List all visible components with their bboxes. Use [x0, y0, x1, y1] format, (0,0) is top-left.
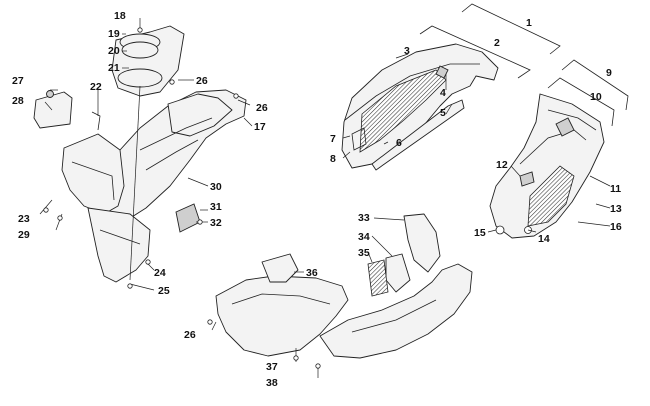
callout-16: 16 — [610, 221, 622, 233]
screw-26c — [207, 319, 213, 325]
callout-4: 4 — [440, 87, 446, 99]
callout-8: 8 — [330, 153, 336, 165]
callout-7: 7 — [330, 133, 336, 145]
right-panel-body — [489, 93, 605, 239]
callout-18: 18 — [114, 10, 126, 22]
front-bumper-38 — [319, 263, 473, 359]
clip-12 — [519, 171, 535, 187]
screw-37 — [293, 355, 299, 361]
screw-26a — [169, 79, 175, 85]
bracket-plate — [167, 93, 233, 137]
side-panel-mesh — [359, 69, 447, 153]
callout-34: 34 — [358, 231, 370, 243]
front-fairing-upper — [61, 133, 125, 215]
fasteners — [43, 27, 321, 369]
callout-6: 6 — [396, 137, 402, 149]
callout-15: 15 — [474, 227, 486, 239]
callout-31: 31 — [210, 201, 222, 213]
callout-14: 14 — [538, 233, 550, 245]
callout-20: 20 — [108, 45, 120, 57]
module-28 — [33, 91, 73, 129]
callout-37: 37 — [266, 361, 278, 373]
front-fairing-lower — [87, 207, 151, 283]
bracket-9 — [561, 59, 629, 111]
callout-30: 30 — [210, 181, 222, 193]
leader-lines — [39, 18, 611, 378]
ring-20b — [121, 41, 159, 59]
vent-31 — [175, 203, 201, 233]
callout-22: 22 — [90, 81, 102, 93]
callout-13: 13 — [610, 203, 622, 215]
callout-38: 38 — [266, 377, 278, 389]
front-fairing — [33, 90, 201, 283]
callout-3: 3 — [404, 45, 410, 57]
callout-26-b: 26 — [256, 102, 268, 114]
mesh-35 — [367, 259, 389, 297]
left-side-panel — [341, 43, 499, 171]
callout-9: 9 — [606, 67, 612, 79]
bracket-10 — [547, 77, 615, 127]
bracket-2 — [419, 25, 531, 79]
screw-18 — [137, 27, 143, 33]
callout-23: 23 — [18, 213, 30, 225]
trim-strip-5 — [371, 99, 465, 171]
callout-25: 25 — [158, 285, 170, 297]
bracket-1 — [461, 3, 561, 55]
callout-33: 33 — [358, 212, 370, 224]
callout-26-c: 26 — [184, 329, 196, 341]
screw-23 — [43, 207, 49, 213]
callout-1: 1 — [526, 17, 532, 29]
callout-10: 10 — [590, 91, 602, 103]
callout-2: 2 — [494, 37, 500, 49]
callout-11: 11 — [610, 183, 621, 195]
panel-34 — [385, 253, 411, 293]
callout-19: 19 — [108, 28, 120, 40]
right-panel-mesh — [527, 165, 575, 227]
cap-27 — [46, 90, 54, 98]
callout-24: 24 — [154, 267, 166, 279]
callout-12: 12 — [496, 159, 508, 171]
side-panel-body — [341, 43, 499, 169]
callout-5: 5 — [440, 107, 446, 119]
screw-32 — [197, 219, 203, 225]
grommet-21 — [117, 68, 163, 88]
callout-labels: 1 2 3 4 5 6 7 8 9 10 11 12 13 14 15 16 1… — [12, 10, 622, 389]
callout-17: 17 — [254, 121, 266, 133]
callout-32: 32 — [210, 217, 222, 229]
callout-21: 21 — [108, 62, 120, 74]
callout-27: 27 — [12, 75, 24, 87]
fastener-15 — [495, 225, 505, 235]
callout-35: 35 — [358, 247, 370, 259]
side-guard-33 — [403, 213, 441, 273]
assembly-brackets — [419, 3, 629, 127]
callout-28: 28 — [12, 95, 24, 107]
screw-29 — [57, 215, 63, 221]
callout-26-a: 26 — [196, 75, 208, 87]
vent-11 — [555, 117, 575, 137]
screw-25 — [127, 283, 133, 289]
screw-26b — [233, 93, 239, 99]
callout-36: 36 — [306, 267, 318, 279]
upper-frame — [103, 25, 247, 223]
callout-29: 29 — [18, 229, 30, 241]
lower-fairing — [215, 213, 473, 359]
right-side-panel — [489, 93, 605, 239]
screw-38 — [315, 363, 321, 369]
screw-24 — [145, 259, 151, 265]
clip-4 — [435, 65, 449, 79]
harness-36 — [261, 253, 299, 283]
